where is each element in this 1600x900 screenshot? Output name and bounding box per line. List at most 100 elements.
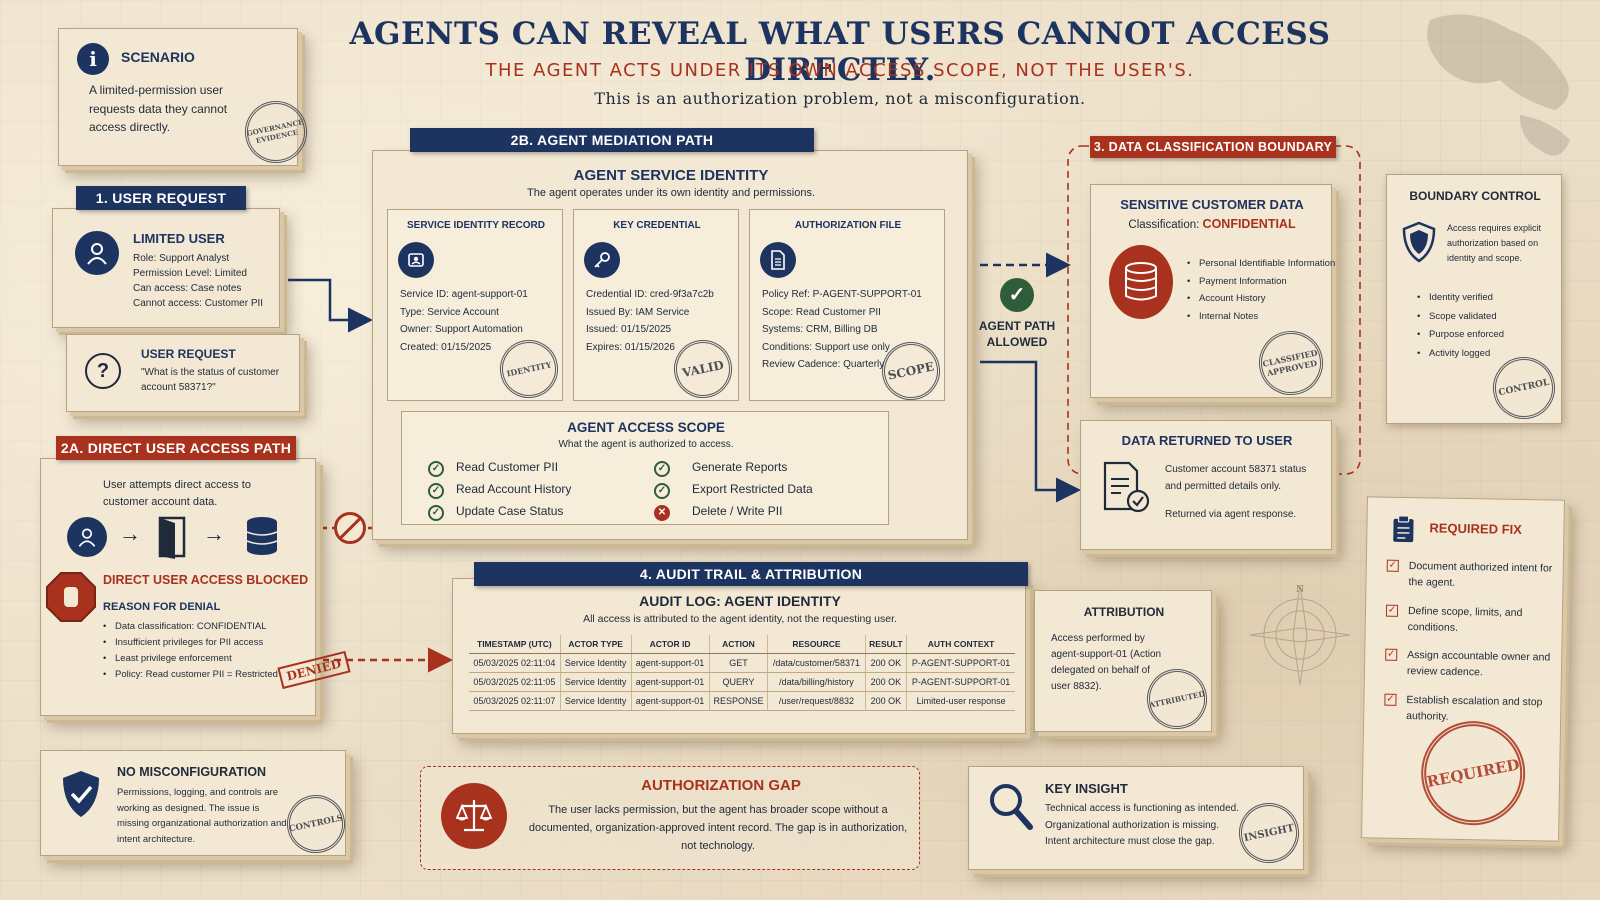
database-icon — [246, 517, 278, 555]
agent-mediation-tab: 2B. AGENT MEDIATION PATH — [410, 128, 814, 152]
credential-id: Credential ID: cred-9f3a7c2b — [586, 289, 714, 300]
magnifier-icon — [990, 784, 1033, 830]
access-scope-subheading: What the agent is authorized to access. — [558, 439, 734, 450]
attribution-card: ATTRIBUTION Access performed by agent-su… — [1034, 590, 1213, 735]
user-cannot-access: Cannot access: Customer PII — [133, 298, 264, 309]
boundary-item: Activity logged — [1417, 345, 1557, 364]
no-misconfiguration-card: NO MISCONFIGURATION Permissions, logging… — [40, 750, 351, 859]
no-misconfiguration-text: Permissions, logging, and controls are w… — [117, 787, 287, 846]
scenario-heading: SCENARIO — [121, 49, 195, 65]
user-permission-level: Permission Level: Limited — [133, 268, 247, 279]
column-header: TIMESTAMP (UTC) — [469, 635, 561, 654]
credential-heading: KEY CREDENTIAL — [613, 220, 701, 231]
limited-user-card: LIMITED USER Role: Support Analyst Permi… — [52, 208, 280, 328]
auth-conditions: Conditions: Support use only — [762, 341, 890, 353]
scenario-text: A limited-permission user requests data … — [89, 83, 228, 135]
boundary-item: Identity verified — [1417, 289, 1557, 308]
service-identity-record: SERVICE IDENTITY RECORD Service ID: agen… — [387, 209, 564, 404]
scenario-card: i SCENARIO A limited-permission user req… — [58, 28, 313, 169]
data-item: Internal Notes — [1187, 308, 1337, 326]
scope-item: ✓Export Restricted Data — [654, 478, 813, 500]
sensitive-data-card: SENSITIVE CUSTOMER DATA Classification: … — [1090, 184, 1335, 401]
user-request-card: ? USER REQUEST "What is the status of cu… — [66, 334, 300, 412]
key-credential-record: KEY CREDENTIAL Credential ID: cred-9f3a7… — [573, 209, 739, 404]
identity-service-id: Service ID: agent-support-01 — [400, 289, 528, 300]
column-header: ACTION — [708, 635, 768, 654]
denial-reasons: Data classification: CONFIDENTIAL Insuff… — [103, 619, 309, 684]
classified-approved-stamp: CLASSIFIED APPROVED — [1253, 325, 1329, 401]
user-role: Role: Support Analyst — [133, 253, 230, 264]
credential-expires: Expires: 01/15/2026 — [586, 341, 675, 353]
user-request-text: "What is the status of customer account … — [141, 367, 280, 393]
column-header: RESOURCE — [767, 635, 865, 654]
svg-text:N: N — [1296, 585, 1304, 595]
key-insight-card: KEY INSIGHT Technical access is function… — [968, 766, 1305, 870]
boundary-control-card: BOUNDARY CONTROL Access requires explici… — [1386, 174, 1562, 425]
access-scope-heading: AGENT ACCESS SCOPE — [567, 420, 725, 435]
door-icon — [158, 516, 186, 559]
checkbox-icon: ✓ — [1386, 559, 1399, 572]
reason-item: Policy: Read customer PII = Restricted — [103, 667, 309, 683]
page-tagline: This is an authorization problem, not a … — [594, 89, 1086, 108]
identity-created: Created: 01/15/2025 — [400, 341, 492, 353]
user-can-access: Can access: Case notes — [133, 283, 242, 294]
check-circle-icon: ✓ — [428, 505, 444, 521]
id-badge-icon — [398, 242, 434, 278]
limited-user-details: Role: Support Analyst Permission Level: … — [133, 251, 278, 311]
data-returned-via: Returned via agent response. — [1165, 509, 1297, 520]
attribution-heading: ATTRIBUTION — [1083, 605, 1165, 619]
reason-item: Least privilege enforcement — [103, 651, 309, 667]
sensitive-data-heading: SENSITIVE CUSTOMER DATA — [1120, 197, 1304, 212]
scope-allowed-list: ✓Read Customer PII ✓Read Account History… — [428, 456, 571, 522]
authorization-gap-heading: AUTHORIZATION GAP — [641, 777, 801, 794]
reason-item: Data classification: CONFIDENTIAL — [103, 619, 309, 635]
arrow-right-icon-2: → — [203, 521, 225, 546]
boundary-item: Purpose enforced — [1417, 326, 1557, 345]
data-item: Payment Information — [1187, 273, 1337, 291]
scope-item: ✓Read Customer PII — [428, 456, 571, 478]
credential-issued: Issued: 01/15/2025 — [586, 324, 672, 335]
check-circle-icon: ✓ — [428, 461, 444, 477]
x-circle-icon: ✕ — [654, 505, 670, 521]
agent-access-scope: AGENT ACCESS SCOPE What the agent is aut… — [401, 411, 889, 525]
required-fix-list: ✓Document authorized intent for the agen… — [1384, 558, 1557, 727]
fix-item: ✓Assign accountable owner and review cad… — [1385, 648, 1551, 679]
data-returned-card: DATA RETURNED TO USER Customer account 5… — [1080, 420, 1332, 550]
arrow-right-icon: → — [119, 521, 141, 546]
clipboard-icon — [1393, 515, 1414, 543]
document-icon — [760, 242, 796, 278]
no-misconfiguration-heading: NO MISCONFIGURATION — [117, 765, 267, 779]
identity-record-details: Service ID: agent-support-01 Type: Servi… — [400, 286, 560, 356]
scope-right-list: ✓Generate Reports ✓Export Restricted Dat… — [654, 456, 813, 522]
check-circle-icon: ✓ — [654, 483, 670, 499]
scope-item: ✓Read Account History — [428, 478, 571, 500]
audit-log-card: AUDIT LOG: AGENT IDENTITY All access is … — [452, 578, 1026, 734]
direct-access-blocked: DIRECT USER ACCESS BLOCKED — [103, 573, 309, 587]
auth-scope: Scope: Read Customer PII — [762, 306, 881, 318]
identity-record-heading: SERVICE IDENTITY RECORD — [407, 220, 545, 231]
identity-owner: Owner: Support Automation — [400, 324, 523, 335]
allowed-check-icon: ✓ — [1000, 278, 1034, 312]
user-request-tab: 1. USER REQUEST — [76, 186, 246, 210]
limited-user-heading: LIMITED USER — [133, 231, 225, 246]
audit-log-table: TIMESTAMP (UTC) ACTOR TYPE ACTOR ID ACTI… — [469, 635, 1015, 711]
info-icon: i — [77, 43, 109, 75]
scope-item: ✓Update Case Status — [428, 500, 571, 522]
identity-type: Type: Service Account — [400, 306, 499, 318]
authorization-gap-text: The user lacks permission, but the agent… — [528, 804, 908, 853]
column-header: RESULT — [864, 635, 907, 654]
auth-review-cadence: Review Cadence: Quarterly — [762, 359, 885, 370]
table-header-row: TIMESTAMP (UTC) ACTOR TYPE ACTOR ID ACTI… — [469, 635, 1015, 654]
database-icon — [1109, 245, 1173, 319]
question-icon: ? — [85, 353, 121, 389]
data-classification-tab: 3. DATA CLASSIFICATION BOUNDARY — [1090, 136, 1336, 158]
boundary-item: Scope validated — [1417, 308, 1557, 327]
sensitive-data-list: Personal Identifiable Information Paymen… — [1187, 255, 1337, 325]
classification-value: CONFIDENTIAL — [1202, 217, 1296, 231]
page-subtitle: THE AGENT ACTS UNDER ITS OWN ACCESS SCOP… — [485, 60, 1195, 81]
insight-stamp: INSIGHT — [1233, 797, 1305, 869]
classification-label: Classification: — [1128, 219, 1200, 231]
